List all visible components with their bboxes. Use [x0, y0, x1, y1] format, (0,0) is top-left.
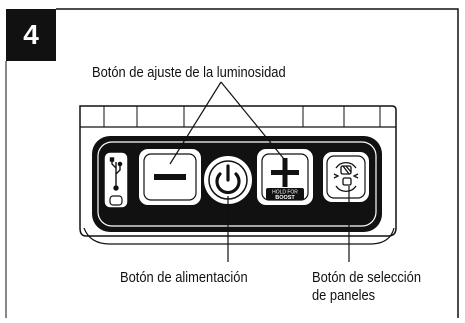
panel-select-label-line-1: Botón de selección	[312, 269, 422, 286]
callout-lines	[169, 81, 350, 262]
boost-line-2: BOOST	[275, 195, 295, 201]
panel-select-button	[321, 150, 371, 204]
minus-icon	[154, 174, 186, 180]
step-number-badge: 4	[6, 9, 56, 61]
power-button-label: Botón de alimentación	[120, 269, 248, 286]
panel-select-icon	[333, 162, 359, 192]
usb-icon	[109, 157, 123, 191]
boost-line-1: HOLD FOR	[272, 190, 298, 196]
boost-tag: HOLD FOR BOOST	[266, 188, 304, 201]
brightness-button-label: Botón de ajuste de la luminosidad	[92, 64, 286, 81]
plus-icon	[271, 158, 299, 187]
figure-frame	[56, 8, 459, 318]
power-icon	[215, 164, 241, 195]
panel-select-label-line-2: de paneles	[312, 287, 376, 304]
